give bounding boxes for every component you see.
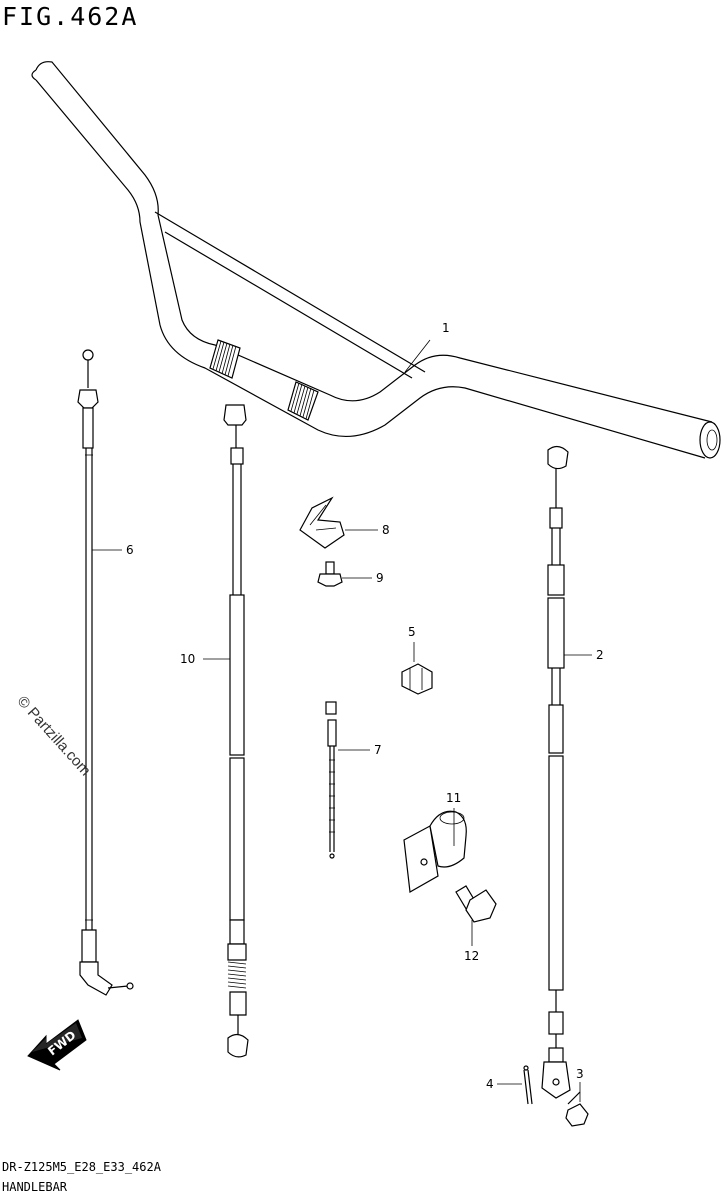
callout-7: 7: [374, 743, 382, 757]
part-2-cable[interactable]: [541, 445, 571, 1099]
callout-11: 11: [446, 791, 461, 805]
callout-4: 4: [486, 1077, 494, 1091]
callout-2: 2: [596, 648, 604, 662]
part-12-bolt[interactable]: [455, 885, 497, 923]
part-6-cable[interactable]: [77, 349, 134, 996]
callout-1: 1: [442, 321, 450, 335]
callout-12: 12: [464, 949, 479, 963]
part-5-clip[interactable]: [401, 663, 433, 695]
part-10-cable[interactable]: [223, 404, 249, 1058]
callout-6: 6: [126, 543, 134, 557]
knurl-left: [209, 339, 241, 379]
part-1-handlebar[interactable]: [31, 61, 721, 459]
callout-8: 8: [382, 523, 390, 537]
knurl-right: [287, 381, 319, 421]
callout-3: 3: [576, 1067, 584, 1081]
fwd-arrow-icon: FWD: [27, 1019, 87, 1071]
figure-code: DR-Z125M5_E28_E33_462A: [2, 1160, 161, 1174]
part-7-cable-tie[interactable]: [325, 701, 337, 859]
cable-tie-teeth: [329, 759, 335, 833]
figure-title: FIG.462A: [2, 2, 139, 31]
callout-5: 5: [408, 625, 416, 639]
callout-10: 10: [180, 652, 195, 666]
part-8-clamp[interactable]: [299, 496, 345, 549]
callout-9: 9: [376, 571, 384, 585]
part-4-pin[interactable]: [523, 1065, 533, 1105]
part-3-cap[interactable]: [565, 1091, 589, 1127]
part-11-bracket[interactable]: [403, 810, 467, 893]
part-9-bolt[interactable]: [317, 561, 343, 587]
cable-10-spring: [227, 961, 247, 989]
figure-name: HANDLEBAR: [2, 1180, 68, 1194]
